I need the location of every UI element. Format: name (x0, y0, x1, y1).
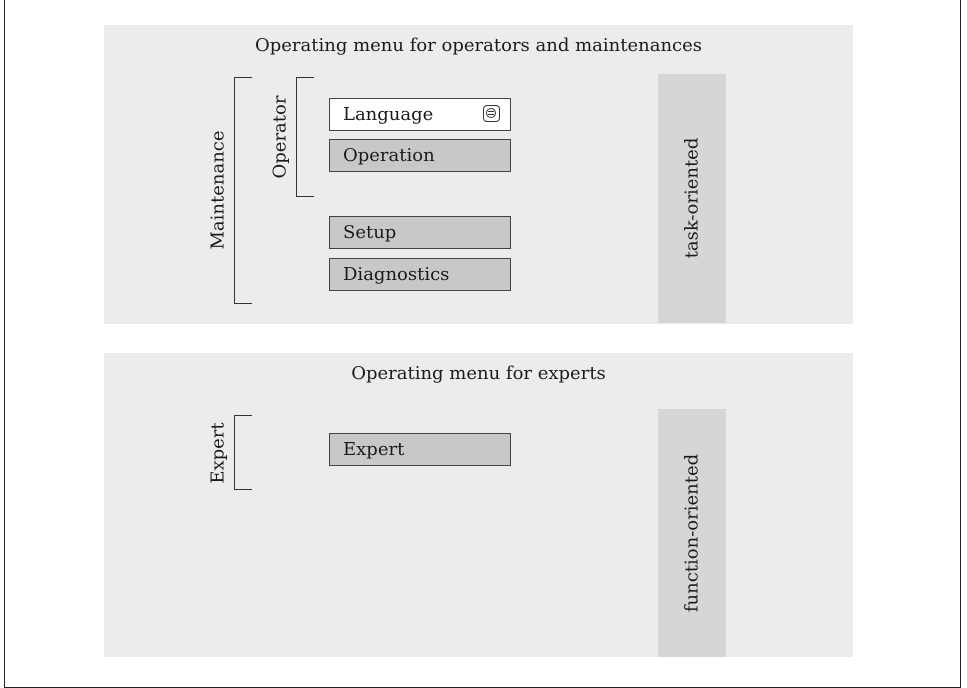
operator-label: Operator (269, 95, 291, 179)
expert-bracket (234, 415, 252, 490)
menu-item-diagnostics[interactable]: Diagnostics (329, 258, 511, 291)
menu-item-expert-label: Expert (343, 439, 405, 460)
menu-item-setup-label: Setup (343, 222, 397, 243)
experts-title: Operating menu for experts (351, 363, 606, 384)
operators-maintenance-panel: Operating menu for operators and mainten… (104, 25, 853, 324)
function-oriented-label: function-oriented (681, 453, 703, 613)
expert-label: Expert (207, 422, 229, 484)
function-oriented-bar: function-oriented (658, 409, 726, 657)
experts-panel: Operating menu for experts Expert Expert… (104, 353, 853, 657)
task-oriented-label: task-oriented (681, 137, 703, 259)
display-module-icon (483, 105, 500, 122)
menu-item-setup[interactable]: Setup (329, 216, 511, 249)
maintenance-label: Maintenance (207, 130, 229, 250)
menu-item-language-label: Language (343, 104, 434, 125)
menu-item-operation-label: Operation (343, 145, 435, 166)
operators-maintenance-title: Operating menu for operators and mainten… (254, 35, 703, 56)
maintenance-bracket (234, 77, 252, 304)
menu-item-expert[interactable]: Expert (329, 433, 511, 466)
menu-item-operation[interactable]: Operation (329, 139, 511, 172)
task-oriented-bar: task-oriented (658, 74, 726, 323)
menu-item-language[interactable]: Language (329, 98, 511, 131)
operator-bracket (296, 77, 314, 197)
menu-item-diagnostics-label: Diagnostics (343, 264, 450, 285)
